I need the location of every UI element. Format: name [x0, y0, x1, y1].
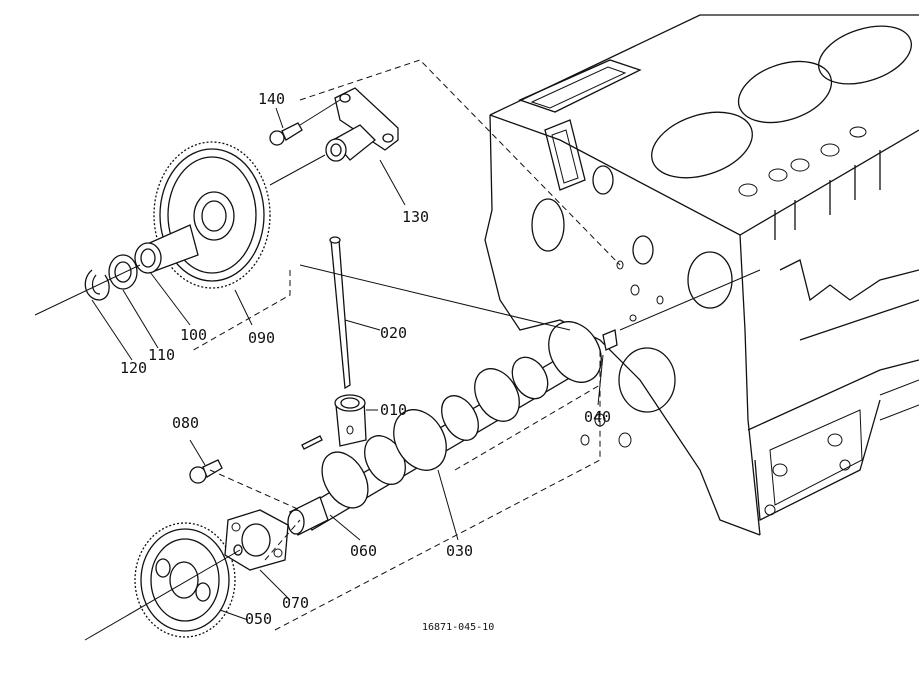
label-100: 100 [180, 326, 207, 344]
label-120: 120 [120, 359, 147, 377]
camshaft-030 [287, 321, 602, 536]
engine-block [484, 14, 919, 536]
label-050: 050 [245, 610, 272, 628]
label-070: 070 [282, 594, 309, 612]
push-rod-020 [329, 236, 351, 390]
label-090: 090 [248, 329, 275, 347]
idle-shaft-bracket-130 [325, 87, 399, 162]
washer-110 [108, 254, 138, 290]
plug-040 [602, 329, 618, 351]
bolt-080 [189, 459, 223, 484]
leader-lines [91, 107, 604, 621]
label-080: 080 [172, 414, 199, 432]
label-040: 040 [584, 408, 611, 426]
label-130: 130 [402, 208, 429, 226]
bolt-140 [269, 122, 303, 146]
thrust-plate-070 [224, 509, 289, 571]
pin-060 [301, 435, 323, 450]
idle-gear-090 [153, 141, 271, 289]
label-110: 110 [148, 346, 175, 364]
cam-gear-050 [134, 522, 236, 638]
drawing-code: 16871-045-10 [422, 622, 494, 633]
label-140: 140 [258, 90, 285, 108]
label-020: 020 [380, 324, 407, 342]
collar-100 [134, 224, 199, 274]
tappet-010 [334, 394, 367, 447]
label-010: 010 [380, 401, 407, 419]
label-060: 060 [350, 542, 377, 560]
label-030: 030 [446, 542, 473, 560]
